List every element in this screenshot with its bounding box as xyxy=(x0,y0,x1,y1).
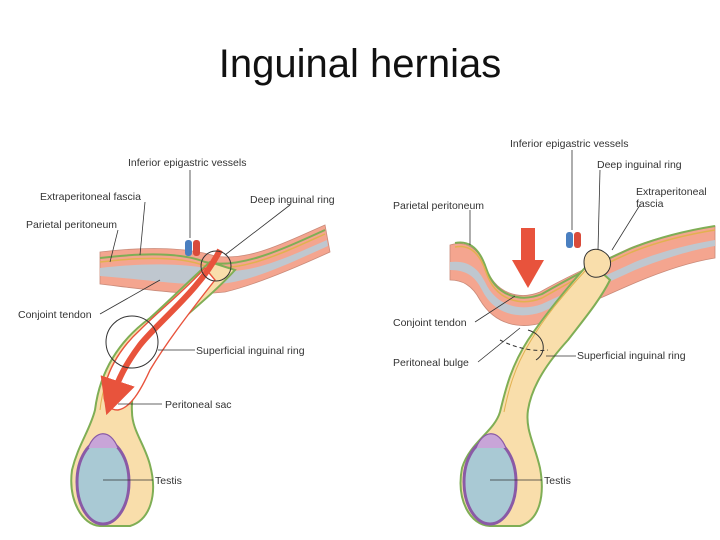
left-diagram: Inferior epigastric vessels Extraperiton… xyxy=(18,157,335,527)
right-wall-blue-layer xyxy=(450,240,715,316)
right-label-extraperitoneal-fascia-1: Extraperitoneal xyxy=(636,186,707,198)
left-epigastric-vein xyxy=(185,240,192,256)
right-label-extraperitoneal-fascia-2: fascia xyxy=(636,198,664,210)
left-testis xyxy=(75,438,131,526)
left-wall-blue-layer xyxy=(100,240,328,285)
right-label-superficial-inguinal-ring: Superficial inguinal ring xyxy=(577,350,686,362)
left-label-peritoneal-sac: Peritoneal sac xyxy=(165,399,232,411)
left-label-testis: Testis xyxy=(155,475,182,487)
right-superficial-ring xyxy=(527,329,544,361)
right-epigastric-artery xyxy=(574,232,581,248)
right-hernia-arrow xyxy=(512,228,544,288)
right-label-inferior-epigastric-vessels: Inferior epigastric vessels xyxy=(510,138,628,150)
left-parietal-peritoneum xyxy=(99,229,326,265)
right-epigastric-vein xyxy=(566,232,573,248)
left-label-extraperitoneal-fascia: Extraperitoneal fascia xyxy=(40,191,141,203)
right-testis xyxy=(462,438,518,526)
left-label-conjoint-tendon: Conjoint tendon xyxy=(18,309,92,321)
left-label-deep-inguinal-ring: Deep inguinal ring xyxy=(250,194,335,206)
left-epigastric-artery xyxy=(193,240,200,256)
right-label-testis: Testis xyxy=(544,475,571,487)
right-peritoneal-bulge xyxy=(499,339,549,351)
left-deep-ring xyxy=(200,250,232,282)
right-label-peritoneal-bulge: Peritoneal bulge xyxy=(393,357,469,369)
slide-title: Inguinal hernias xyxy=(218,42,502,86)
left-label-superficial-inguinal-ring: Superficial inguinal ring xyxy=(196,345,305,357)
right-diagram: Inferior epigastric vessels Deep inguina… xyxy=(393,138,716,527)
left-superficial-ring xyxy=(105,315,159,369)
right-label-deep-inguinal-ring: Deep inguinal ring xyxy=(597,159,682,171)
right-label-parietal-peritoneum: Parietal peritoneum xyxy=(393,200,484,212)
left-hernia-arrow xyxy=(100,248,223,416)
left-label-parietal-peritoneum: Parietal peritoneum xyxy=(26,219,117,231)
right-deep-ring-bulb xyxy=(583,248,611,278)
left-label-inferior-epigastric-vessels: Inferior epigastric vessels xyxy=(128,157,246,169)
right-label-conjoint-tendon: Conjoint tendon xyxy=(393,317,467,329)
right-parietal-peritoneum xyxy=(454,225,716,299)
